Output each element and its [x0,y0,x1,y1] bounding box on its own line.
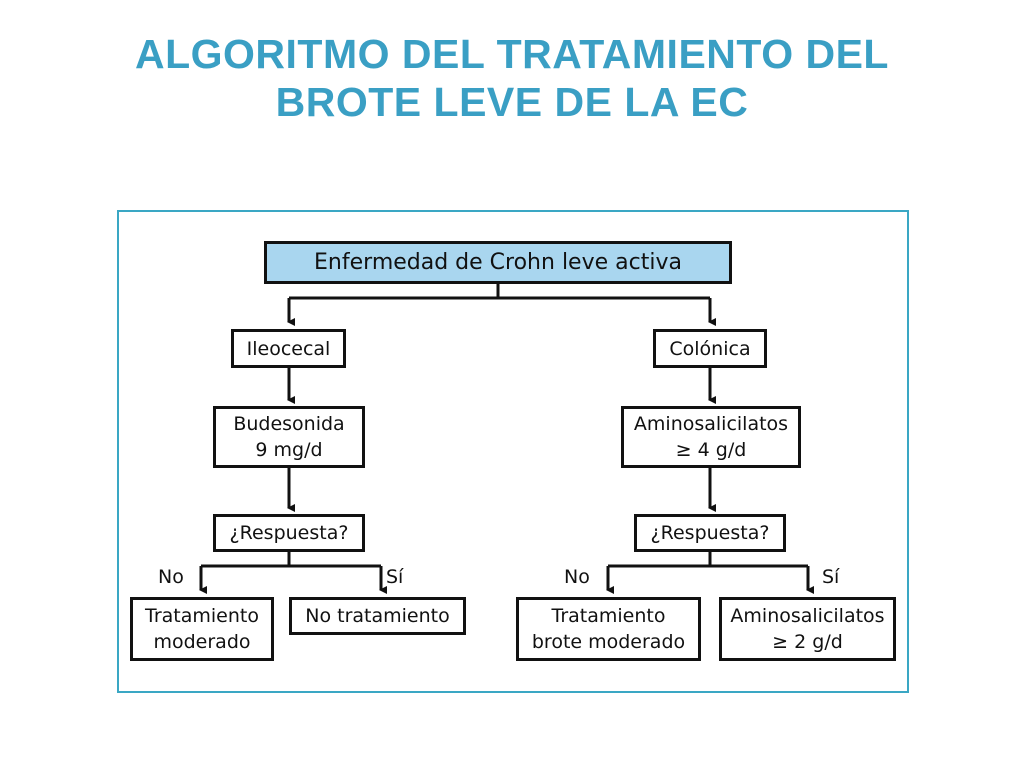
left-yes-node: No tratamiento [289,597,466,635]
right-no-line-2: brote moderado [531,631,686,653]
aminosalicilatos-line-1: Aminosalicilatos [633,413,789,435]
root-label: Enfermedad de Crohn leve activa [314,249,682,275]
aminosalicilatos-line-2: ≥ 4 g/d [675,439,747,461]
left-question-node: ¿Respuesta? [213,514,365,552]
colonica-label: Colónica [669,337,751,360]
ileocecal-label: Ileocecal [246,337,331,360]
root-node: Enfermedad de Crohn leve activa [264,241,732,284]
right-yes-line-1: Aminosalicilatos [730,605,885,627]
right-no-node: Tratamiento brote moderado [516,597,701,661]
right-question-node: ¿Respuesta? [634,514,786,552]
budesonida-line-2: 9 mg/d [255,439,323,461]
right-yes-line-2: ≥ 2 g/d [772,631,843,653]
aminosalicilatos-node: Aminosalicilatos ≥ 4 g/d [621,406,801,468]
left-question-label: ¿Respuesta? [229,522,349,544]
right-question-label: ¿Respuesta? [650,522,770,544]
left-yes-label: Sí [386,566,404,588]
left-no-label: No [158,566,184,588]
colonica-node: Colónica [653,329,767,368]
right-yes-node: Aminosalicilatos ≥ 2 g/d [719,597,896,661]
left-yes-label-text: No tratamiento [305,605,450,627]
title-line-2: BROTE LEVE DE LA EC [275,79,749,125]
left-no-line-1: Tratamiento [145,605,259,627]
budesonida-line-1: Budesonida [233,413,345,435]
page-title: ALGORITMO DEL TRATAMIENTO DEL BROTE LEVE… [0,30,1024,126]
right-no-line-1: Tratamiento [551,605,666,627]
right-no-label: No [564,566,590,588]
right-yes-label: Sí [822,566,840,588]
left-no-node: Tratamiento moderado [130,597,274,661]
title-line-1: ALGORITMO DEL TRATAMIENTO DEL [135,31,889,77]
left-no-line-2: moderado [153,631,251,653]
budesonida-node: Budesonida 9 mg/d [213,406,365,468]
ileocecal-node: Ileocecal [231,329,346,368]
